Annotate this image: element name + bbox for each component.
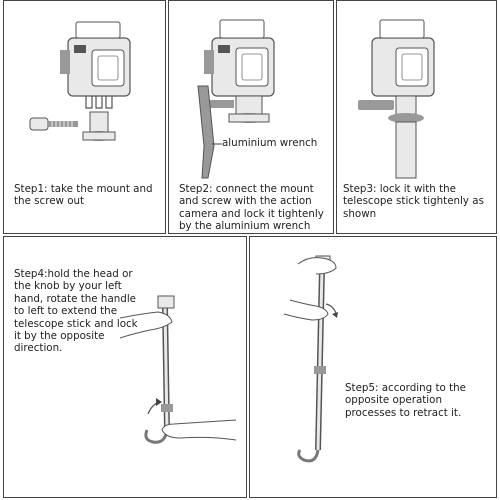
step5-hands [283, 257, 337, 321]
step4-telescope-stick [144, 295, 175, 444]
step5-panel [249, 236, 497, 498]
step2-caption: Step2: connect the mount and screw with … [179, 183, 324, 233]
step3-caption: Step3: lock it with the telescope stick … [343, 183, 484, 220]
step1-mount [82, 111, 116, 141]
step5-rotate-arrow-icon [325, 303, 338, 318]
step2-camera-housing [204, 19, 275, 123]
step3-camera-on-stick [358, 19, 435, 179]
step4-hands [119, 311, 237, 441]
step1-camera-housing [60, 21, 131, 109]
step4-rotate-arrow-icon [147, 398, 162, 415]
step4-caption: Step4:hold the head or the knob by your … [14, 268, 138, 355]
step5-caption: Step5: according to the opposite operati… [345, 382, 466, 419]
aluminium-wrench-label: aluminium wrench [222, 137, 318, 149]
step1-thumb-screw [29, 117, 78, 131]
step2-aluminium-wrench [197, 85, 222, 179]
step5-telescope-stick [297, 255, 331, 463]
step4-panel [3, 236, 247, 498]
step1-caption: Step1: take the mount and the screw out [14, 183, 153, 208]
